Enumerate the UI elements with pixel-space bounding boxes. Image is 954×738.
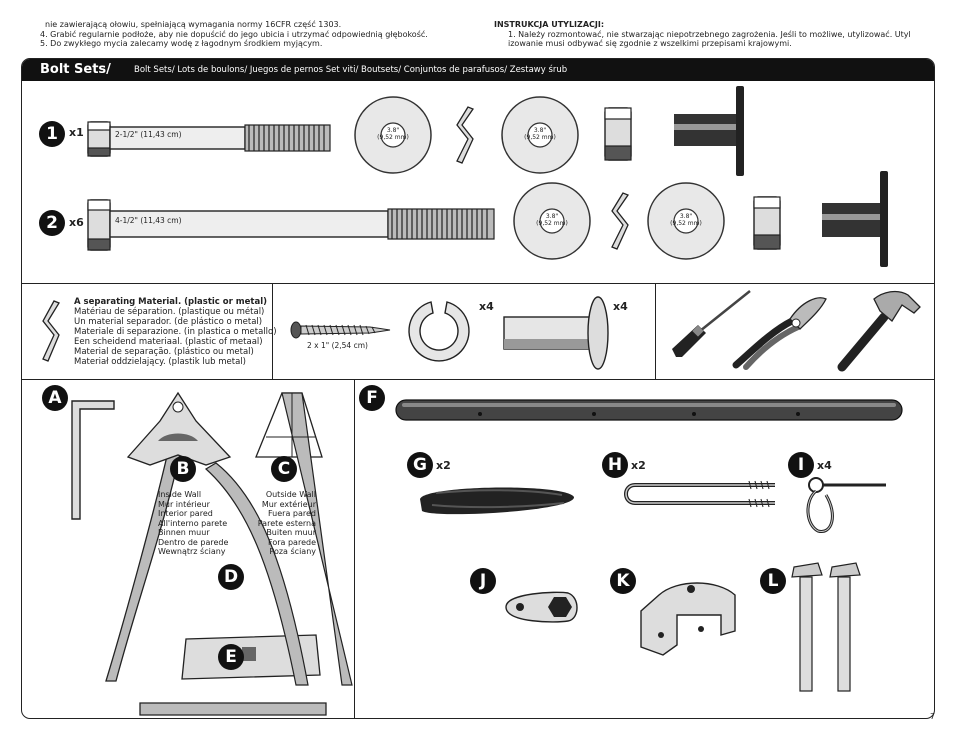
inside-wall-text: Inside Wall Mur intérieur Interior pared… bbox=[158, 490, 229, 556]
part-g-badge: G bbox=[407, 452, 433, 478]
washer-icon bbox=[647, 182, 725, 260]
part-j-badge: J bbox=[470, 568, 496, 594]
bolt-1-icon bbox=[87, 121, 331, 157]
divider bbox=[354, 379, 356, 718]
lock-washer-count: x4 bbox=[479, 300, 494, 313]
washer-label: 3.8" (9,52 mm) bbox=[536, 213, 568, 227]
part-l-badge: L bbox=[760, 568, 786, 594]
pliers-icon bbox=[732, 297, 827, 370]
section-subtitle: Bolt Sets/ Lots de boulons/ Juegos de pe… bbox=[134, 65, 568, 75]
part-d-badge: D bbox=[218, 564, 244, 590]
screwdriver-icon bbox=[672, 290, 751, 357]
separating-material-icon bbox=[456, 106, 474, 164]
part-h-count: x2 bbox=[631, 459, 646, 472]
nut-icon bbox=[604, 107, 632, 161]
section-header: Bolt Sets/ Bolt Sets/ Lots de boulons/ J… bbox=[22, 59, 934, 81]
bolt-set-2-number: 2 bbox=[39, 210, 65, 236]
separating-material-text: A separating Material. (plastic or metal… bbox=[74, 297, 277, 367]
divider bbox=[272, 283, 274, 379]
bolt-2-label: 4-1/2" (11,43 cm) bbox=[115, 216, 182, 225]
sleeve-icon bbox=[503, 296, 609, 370]
part-h-badge: H bbox=[602, 452, 628, 478]
text-line: nie zawierającą ołowiu, spełniającą wyma… bbox=[45, 20, 342, 29]
disposal-line: izowanie musi odbywać się zgodnie z wsze… bbox=[508, 39, 792, 48]
bolt-set-1-count: x1 bbox=[69, 126, 84, 139]
separating-material-icon bbox=[42, 300, 60, 362]
ground-anchors-icon bbox=[791, 562, 861, 692]
screw-icon bbox=[290, 321, 391, 339]
rope-bundle-icon bbox=[420, 487, 575, 515]
lock-washer-icon bbox=[408, 301, 470, 362]
divider bbox=[22, 379, 934, 381]
screw-label: 2 x 1" (2,54 cm) bbox=[307, 341, 368, 350]
part-f-badge: F bbox=[359, 385, 385, 411]
divider bbox=[655, 283, 657, 379]
part-i-count: x4 bbox=[817, 459, 832, 472]
disposal-line: 1. Należy rozmontować, nie stwarzając ni… bbox=[508, 29, 911, 39]
washer-icon bbox=[501, 96, 579, 174]
part-b-badge: B bbox=[170, 456, 196, 482]
page-number: 7 bbox=[930, 712, 936, 721]
part-k-badge: K bbox=[610, 568, 636, 594]
t-nut-icon bbox=[822, 171, 888, 267]
washer-label: 3.8" (9,52 mm) bbox=[670, 213, 702, 227]
outside-wall-text: Outside Wall Mur extérieur Fuera pared P… bbox=[257, 490, 316, 556]
text-line: 4. Grabić regularnie podłoże, aby nie do… bbox=[40, 29, 428, 39]
separating-material-icon bbox=[611, 192, 629, 250]
top-left-text: nie zawierającą ołowiu, spełniającą wyma… bbox=[40, 20, 428, 49]
disposal-title: INSTRUKCJA UTYLIZACJI: bbox=[494, 20, 605, 29]
sleeve-count: x4 bbox=[613, 300, 628, 313]
crossbar-icon bbox=[395, 399, 903, 421]
divider bbox=[22, 283, 934, 285]
washer-label: 3.8" (9,52 mm) bbox=[524, 127, 556, 141]
text-line: 5. Do zwykłego mycia zalecamy wodę z łag… bbox=[40, 39, 323, 48]
hammer-icon bbox=[837, 290, 921, 372]
bolt-set-2-count: x6 bbox=[69, 216, 84, 229]
t-nut-icon bbox=[674, 86, 744, 176]
wrench-tool-icon bbox=[505, 591, 578, 623]
allen-key-icon bbox=[71, 400, 115, 520]
bolt-set-1-number: 1 bbox=[39, 121, 65, 147]
disposal-text: INSTRUKCJA UTYLIZACJI: 1. Należy rozmont… bbox=[494, 20, 911, 49]
bolt-sets-frame: Bolt Sets/ Bolt Sets/ Lots de boulons/ J… bbox=[21, 58, 935, 719]
top-bracket-icon bbox=[640, 582, 736, 656]
washer-icon bbox=[354, 96, 432, 174]
part-e-badge: E bbox=[218, 644, 244, 670]
section-title: Bolt Sets/ bbox=[40, 62, 111, 77]
part-a-badge: A bbox=[42, 385, 68, 411]
swing-hanger-icon bbox=[806, 477, 886, 533]
washer-label: 3.8" (9,52 mm) bbox=[377, 127, 409, 141]
separating-title: A separating Material. (plastic or metal… bbox=[74, 297, 268, 307]
part-c-badge: C bbox=[271, 456, 297, 482]
u-bolt-icon bbox=[624, 480, 775, 508]
bolt-1-label: 2-1/2" (11,43 cm) bbox=[115, 130, 182, 139]
nut-icon bbox=[753, 196, 781, 250]
bolt-2-icon bbox=[87, 199, 495, 251]
part-i-badge: I bbox=[788, 452, 814, 478]
part-g-count: x2 bbox=[436, 459, 451, 472]
a-frame-bracket-icon bbox=[105, 391, 353, 716]
washer-icon bbox=[513, 182, 591, 260]
